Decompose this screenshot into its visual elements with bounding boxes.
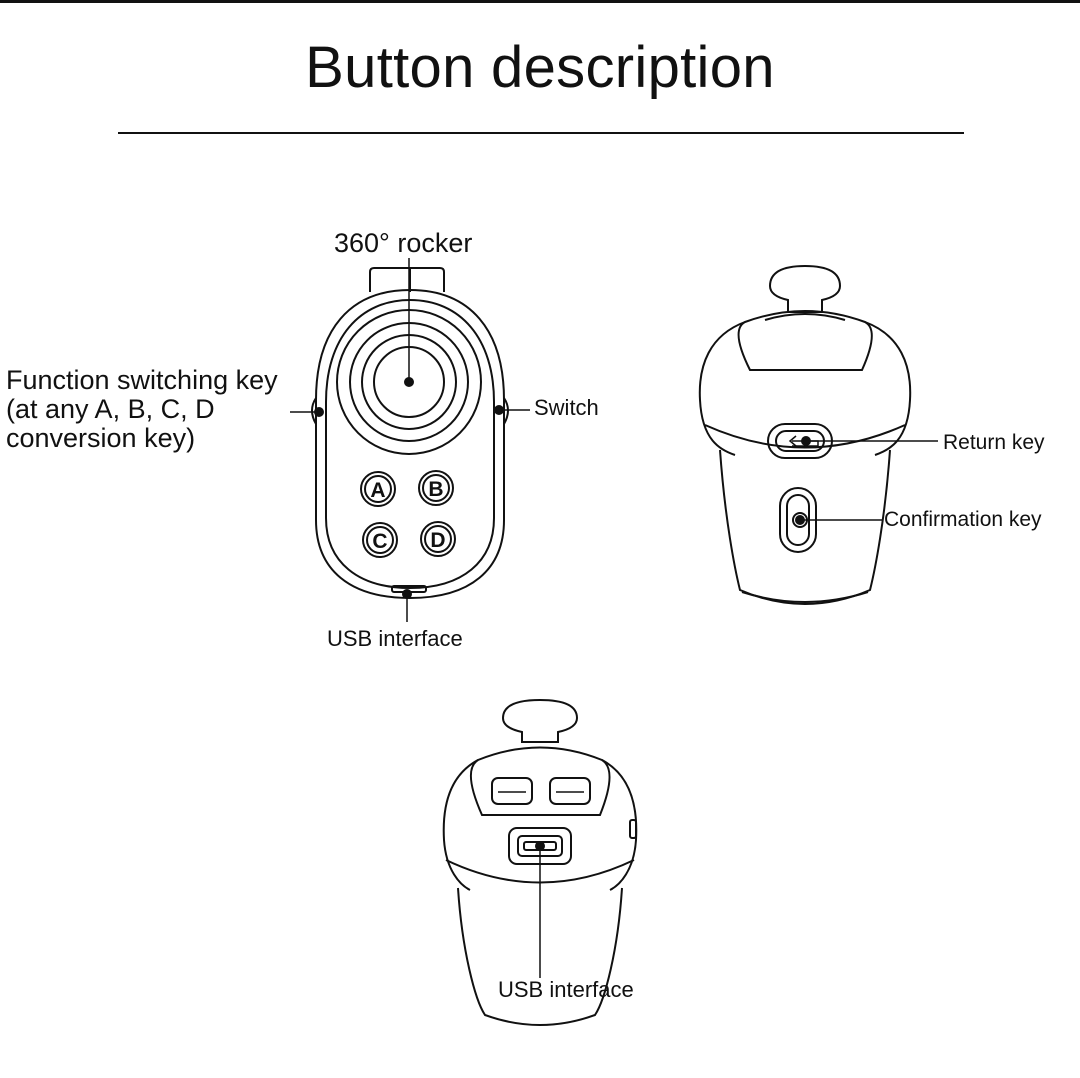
- function-key-label-line3: conversion key): [6, 423, 196, 453]
- front-view-controller: [311, 267, 509, 600]
- confirm-key-callout: [795, 515, 882, 525]
- bottom-usb-callout: [535, 841, 545, 978]
- rocker-callout: [404, 258, 414, 387]
- title-divider: [118, 132, 964, 134]
- side-view-controller: [698, 264, 912, 605]
- switch-callout: [494, 405, 530, 415]
- front-usb-callout: [402, 589, 412, 622]
- front-usb-label: USB interface: [327, 626, 463, 651]
- switch-label: Switch: [534, 395, 599, 420]
- function-key-label-line1: Function switching key: [6, 365, 278, 395]
- function-key-label-line2: (at any A, B, C, D: [6, 394, 215, 424]
- function-key-callout: [290, 407, 324, 417]
- key-a-label: A: [370, 479, 385, 502]
- key-b-label: B: [428, 478, 443, 501]
- key-a: [360, 471, 396, 507]
- bottom-usb-label: USB interface: [498, 977, 634, 1002]
- key-b: [418, 470, 454, 506]
- key-d: [420, 521, 456, 557]
- confirm-key-label: Confirmation key: [884, 508, 1042, 531]
- key-c-label: C: [372, 530, 387, 553]
- return-key-callout: [801, 436, 938, 446]
- key-c: [362, 522, 398, 558]
- top-border: [0, 0, 1080, 3]
- bottom-view-controller: [442, 698, 638, 1026]
- key-d-label: D: [430, 529, 445, 552]
- page-title: Button description: [305, 35, 775, 100]
- rocker-label: 360° rocker: [334, 228, 473, 258]
- return-key-label: Return key: [943, 431, 1045, 454]
